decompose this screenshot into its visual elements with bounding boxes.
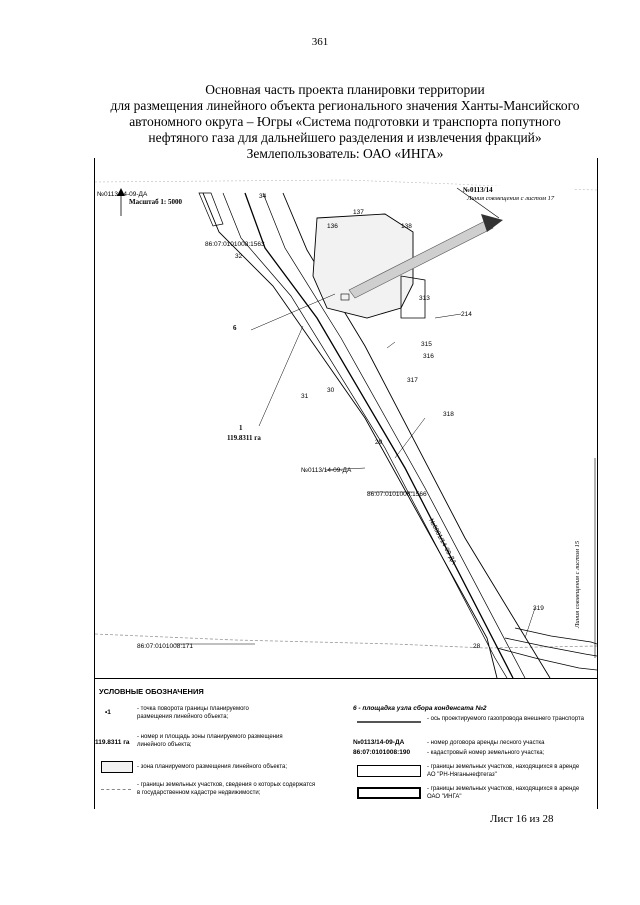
point-label: 34 (259, 193, 267, 200)
match-line-box (453, 186, 573, 204)
narrow-strip (198, 192, 224, 227)
site-6-extension (400, 275, 426, 319)
title-line-1: Основная часть проекта планировки террит… (205, 82, 485, 97)
contract-label-top: №0113/14-09-ДА (97, 191, 148, 198)
bend-lines-3 (514, 627, 597, 645)
legend-point-symbol: •1 (105, 709, 111, 716)
leader-214 (434, 313, 462, 319)
cadastral-label-3: 86:07:0101008:171 (137, 643, 193, 650)
point-label: 313 (419, 295, 430, 302)
bend-lines (496, 647, 597, 671)
north-arrow-icon (117, 188, 125, 196)
point-label: 32 (235, 253, 243, 260)
point-label: 315 (421, 341, 432, 348)
legend-zone-swatch (101, 761, 133, 773)
legend-cadastre-line (101, 789, 131, 790)
title-block: Основная часть проекта планировки террит… (90, 82, 600, 162)
title-line-2: для размещения линейного объекта региона… (110, 98, 580, 113)
point-label: 29 (375, 439, 383, 446)
legend-zone-text: - зона планируемого размещения линейного… (137, 764, 288, 770)
point-label: 317 (407, 377, 418, 384)
leader-zone (258, 325, 304, 427)
point-label: 318 (443, 411, 454, 418)
pipeline-extension (348, 219, 494, 299)
legend-area-symbol: 119.8311 га (95, 739, 130, 746)
legend-contract-text: - номер договора аренды лесного участка (427, 740, 545, 746)
contract-label-mid: №0113/14-09-ДА (301, 467, 352, 474)
title-line-3: автономного округа – Югры «Система подго… (129, 114, 561, 129)
legend-rn-swatch (357, 765, 421, 777)
corridor-right-outer (282, 192, 551, 678)
point-label: 319 (533, 605, 544, 612)
top-right-code: №0113/14 (462, 186, 493, 194)
cadastral-boundary (95, 633, 597, 649)
corridor-inner-2 (262, 192, 526, 678)
legend-title: УСЛОВНЫЕ ОБОЗНАЧЕНИЯ (99, 687, 204, 696)
page-number: 361 (311, 36, 329, 48)
legend-cadastral-text: - кадастровый номер земельного участка; (427, 750, 545, 756)
bend-lines-2 (504, 637, 597, 657)
legend-point-text: - точка поворота границы планируемого ра… (137, 706, 249, 720)
point-label: 28 (473, 643, 481, 650)
leader-site (250, 293, 336, 331)
contract-label-along: №0001/14-09-ДА (427, 518, 457, 567)
legend-contract-symbol: №0113/14-09-ДА (353, 739, 405, 746)
legend-cadastre-text: - границы земельных участков, сведения о… (137, 782, 316, 796)
legend: УСЛОВНЫЕ ОБОЗНАЧЕНИЯ •1 - точка поворота… (94, 678, 598, 809)
cadastral-label-1: 86:07:0101008:1563 (205, 241, 265, 248)
scale-label: Масштаб 1: 5000 (129, 198, 182, 206)
leader-319 (524, 607, 536, 639)
point-label: 214 (461, 311, 472, 318)
leader-318 (394, 417, 426, 459)
legend-pipeline-text: - ось проектируемого газопровода внешнег… (427, 716, 584, 722)
match-line-right-label: Линия совмещения с листом 15 (574, 540, 581, 629)
point-label: 316 (423, 353, 434, 360)
legend-inga-text: - границы земельных участков, находящихс… (427, 786, 580, 800)
legend-area-text: - номер и площадь зоны планируемого разм… (137, 734, 283, 748)
cadastral-label-2: 86:07:0101008:1566 (367, 491, 427, 498)
point-label: 31 (301, 393, 309, 400)
sheet-number: Лист 16 из 28 (490, 813, 554, 825)
map-drawing: №0113/14-09-ДА Масштаб 1: 5000 №0113/14 … (95, 179, 597, 678)
legend-pipeline-line (357, 721, 421, 723)
zone-number-label: 1 (239, 424, 243, 432)
match-line-top-label: Линия совмещения с листом 17 (466, 195, 555, 202)
point-label: 137 (353, 209, 364, 216)
site-6-marker (340, 293, 350, 301)
map-frame: №0113/14-09-ДА Масштаб 1: 5000 №0113/14 … (94, 158, 598, 678)
title-line-5: Землепользователь: ОАО «ИНГА» (246, 146, 444, 161)
point-label: 138 (401, 223, 412, 230)
point-label: 136 (327, 223, 338, 230)
corridor-inner-1 (222, 192, 508, 678)
legend-site-header: 6 - площадка узла сбора конденсата №2 (353, 705, 487, 712)
title-line-4: нефтяного газа для дальнейшего разделени… (148, 130, 542, 145)
match-line-diagonal (456, 187, 500, 219)
site-number-label: 6 (233, 324, 237, 332)
pipeline-arrow (481, 214, 503, 232)
pipeline-axis (244, 192, 514, 678)
leader-contract-mid (324, 467, 366, 471)
point-label: 30 (327, 387, 335, 394)
legend-rn-text: - границы земельных участков, находящихс… (427, 764, 580, 778)
legend-cadastral-symbol: 86:07:0101008:190 (353, 749, 411, 756)
zone-area-label: 119.8311 га (227, 434, 261, 442)
legend-inga-swatch (357, 787, 421, 799)
leader-315 (386, 341, 396, 349)
